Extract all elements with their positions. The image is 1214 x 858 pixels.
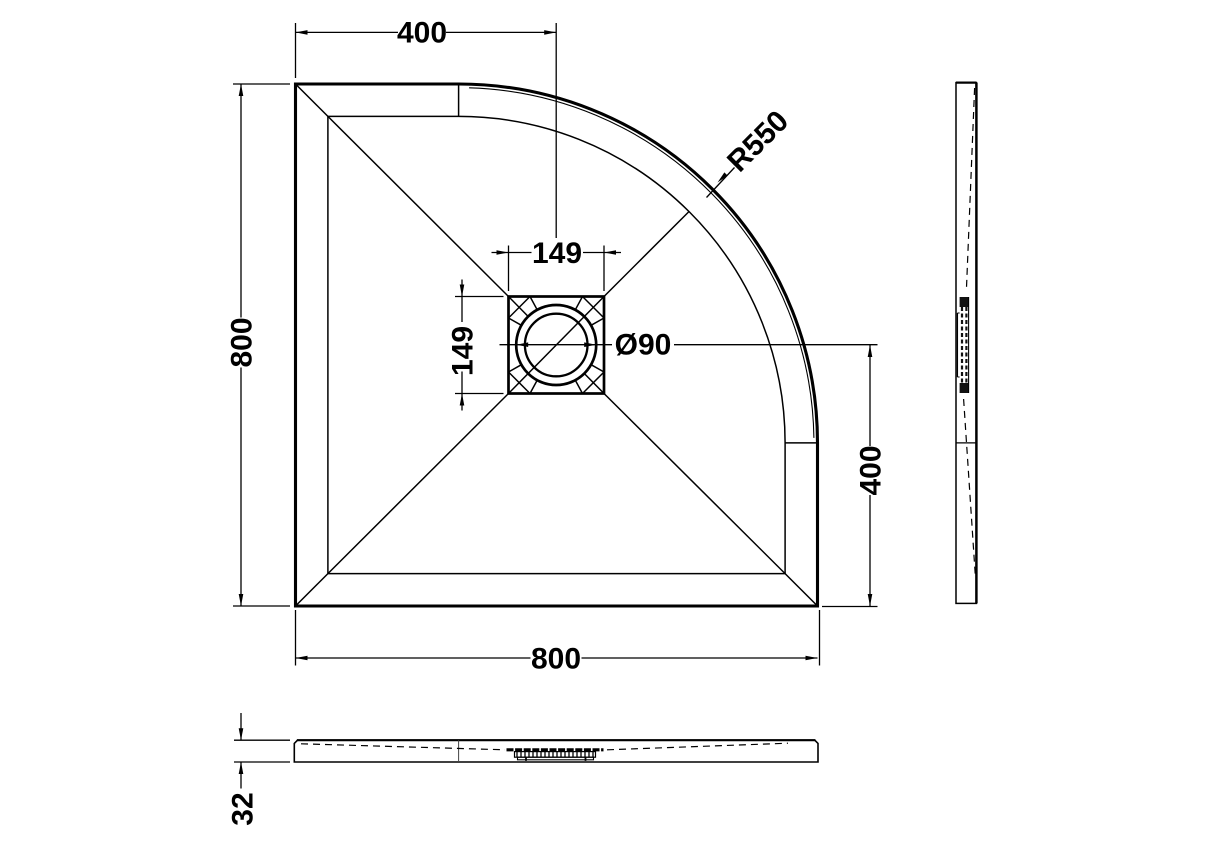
svg-text:800: 800 <box>225 317 258 367</box>
svg-text:149: 149 <box>446 326 479 376</box>
svg-text:149: 149 <box>532 237 582 270</box>
svg-text:Ø90: Ø90 <box>615 329 672 362</box>
svg-text:800: 800 <box>531 642 581 675</box>
svg-text:400: 400 <box>854 445 887 495</box>
svg-text:400: 400 <box>397 17 447 50</box>
svg-text:32: 32 <box>227 792 260 825</box>
